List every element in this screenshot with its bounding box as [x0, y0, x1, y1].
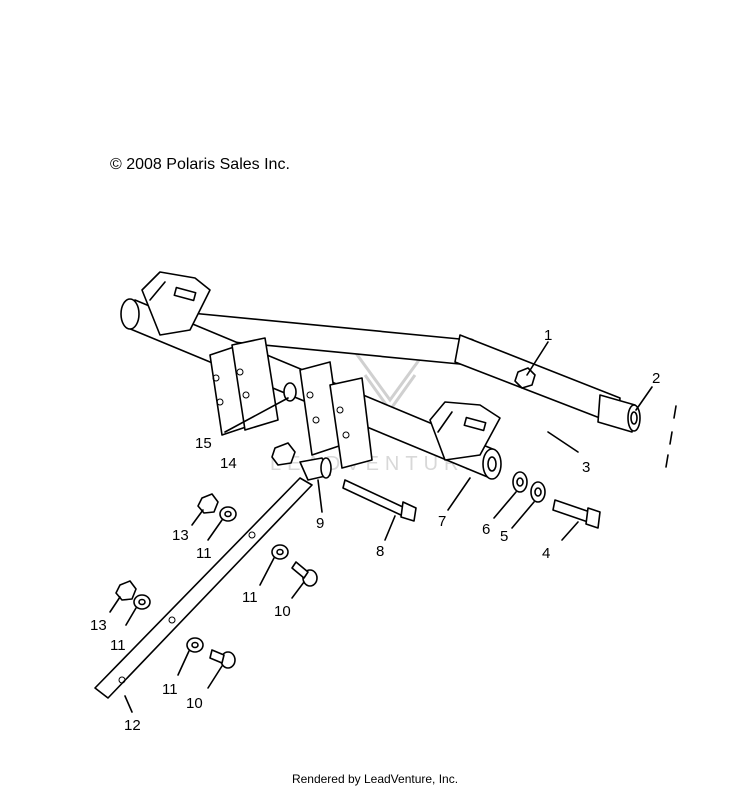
part-11-washer-d	[177, 637, 204, 676]
callout-5: 5	[500, 528, 508, 545]
callout-11-a: 11	[196, 545, 212, 562]
callout-7: 7	[438, 513, 446, 530]
dash-marks	[665, 405, 677, 468]
footer-credit: Rendered by LeadVenture, Inc.	[291, 772, 459, 786]
bracket-left	[141, 271, 211, 336]
part-13-nut-lower	[109, 580, 137, 613]
callout-2: 2	[652, 370, 660, 387]
callout-3: 3	[582, 459, 590, 476]
callout-12: 12	[124, 717, 141, 734]
callout-8: 8	[376, 543, 384, 560]
part-12-strap	[94, 477, 313, 713]
part-10-bolt-lower	[207, 649, 236, 689]
part-15-bolt	[224, 382, 297, 433]
part-6-washer	[493, 471, 528, 519]
part-11-washer-a	[207, 506, 237, 541]
callout-14: 14	[220, 455, 237, 472]
callout-15: 15	[195, 435, 212, 452]
part-4-bolt	[552, 499, 601, 541]
callout-11-c: 11	[110, 637, 126, 654]
leader-7	[447, 477, 471, 511]
callout-10-lower: 10	[186, 695, 203, 712]
part-9-spacer	[299, 457, 332, 513]
callout-11-d: 11	[162, 681, 178, 698]
part-13-nut-upper	[191, 493, 219, 526]
part-11-washer-b	[259, 544, 289, 586]
bracket-right	[429, 401, 501, 461]
callout-13-lower: 13	[90, 617, 107, 634]
part-11-washer-c	[125, 594, 151, 626]
part-8-bolt	[342, 479, 417, 541]
leader-3	[547, 431, 579, 453]
part-5-washer	[511, 481, 546, 529]
callout-10-upper: 10	[274, 603, 291, 620]
callout-1: 1	[544, 327, 552, 344]
mounting-plates	[209, 337, 373, 469]
pivot-tube-right	[597, 394, 641, 433]
callout-11-b: 11	[242, 589, 258, 606]
callout-13-upper: 13	[172, 527, 189, 544]
part-14-nut	[271, 442, 296, 466]
callout-9: 9	[316, 515, 324, 532]
callout-6: 6	[482, 521, 490, 538]
callout-4: 4	[542, 545, 550, 562]
part-1-nut	[514, 341, 549, 389]
part-10-bolt-upper	[291, 561, 318, 599]
leader-2	[635, 386, 653, 411]
copyright-text: © 2008 Polaris Sales Inc.	[110, 156, 290, 173]
callout-labels: 1 2 3 4 5 6 7 8 9 10 10 11 11 11 11 12 1…	[90, 327, 660, 734]
